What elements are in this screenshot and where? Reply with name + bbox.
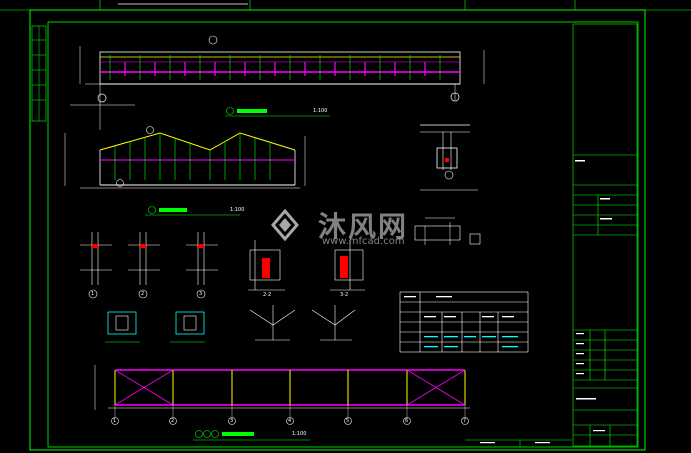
axis-label-2: 2 [171,418,175,424]
right-top-detail [420,124,478,191]
axis-label-7: 7 [463,418,467,424]
section-label-2: 2-2 [263,292,272,298]
section-label-3: 3-2 [340,292,349,298]
section-marker-2: 2 [141,291,145,297]
scale-bottom-plan: 1:100 [292,431,307,437]
axis-label-4: 4 [288,418,292,424]
base-plate-details [105,311,205,343]
title-block [572,23,638,447]
scale-top-elevation: 1:100 [313,108,328,114]
column-details [80,232,218,299]
truss-details [249,305,356,341]
axis-label-1: 1 [113,418,117,424]
axis-label-6: 6 [405,418,409,424]
axis-label-5: 5 [346,418,350,424]
section-marker-1: 1 [91,291,95,297]
watermark-logo [271,208,299,242]
axis-label-3: 3 [230,418,234,424]
right-mid-detail [414,217,481,245]
bottom-plan [94,365,470,441]
section-details [248,240,365,291]
mid-elevation [64,126,306,216]
scale-mid-elevation: 1:100 [230,207,245,213]
watermark-url: www.mfcad.com [322,236,405,247]
section-marker-3: 3 [199,291,203,297]
watermark-brand: 沐风网 [318,210,409,243]
material-table [399,291,529,353]
top-elevation [70,35,485,130]
inner-frame [47,21,639,448]
